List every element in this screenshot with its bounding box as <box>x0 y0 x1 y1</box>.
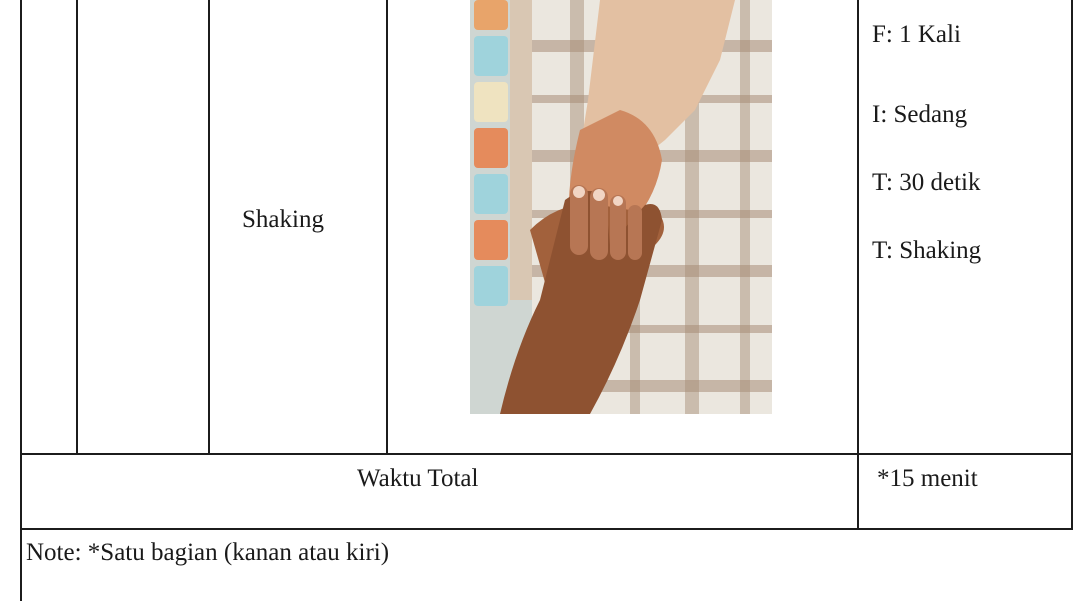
total-time-label: Waktu Total <box>357 465 479 492</box>
blanket-border <box>510 0 532 300</box>
photo-illustration <box>470 0 772 414</box>
fingers <box>570 185 642 260</box>
dosage-time: T: 30 detik <box>872 169 981 196</box>
table-border-right <box>1071 0 1073 530</box>
letter-tiles <box>474 0 508 306</box>
table-border-left <box>20 0 22 601</box>
row-divider-1 <box>20 453 1073 455</box>
row-divider-2 <box>20 528 1073 530</box>
column-divider-2 <box>208 0 210 455</box>
total-time-value: *15 menit <box>877 465 978 492</box>
note-text: Note: *Satu bagian (kanan atau kiri) <box>26 539 390 566</box>
dosage-type: T: Shaking <box>872 237 982 264</box>
dosage-frequency: F: 1 Kali <box>872 21 961 48</box>
column-divider-1 <box>76 0 78 455</box>
shaking-massage-photo <box>470 0 772 414</box>
dosage-intensity: I: Sedang <box>872 101 968 128</box>
fingernails <box>573 186 623 206</box>
column-divider-4 <box>857 0 859 530</box>
column-divider-3 <box>386 0 388 455</box>
technique-name: Shaking <box>242 206 324 233</box>
